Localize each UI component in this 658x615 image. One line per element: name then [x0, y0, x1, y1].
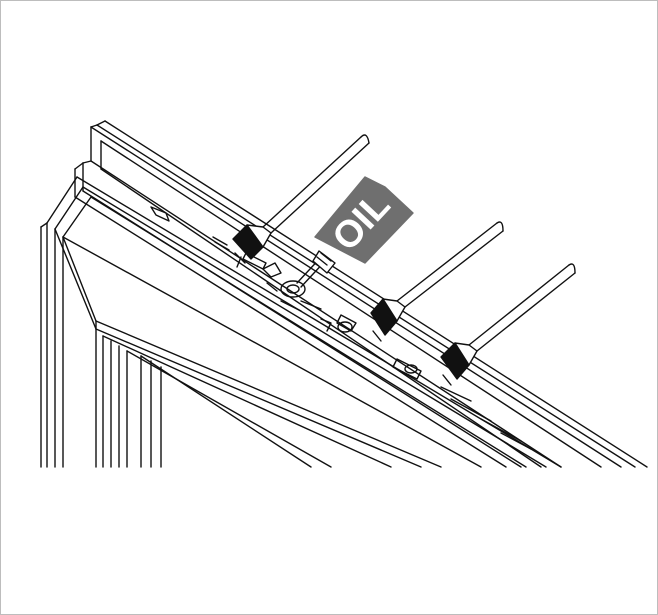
lubrication-points	[262, 262, 418, 374]
grease-gun-icon	[232, 134, 370, 268]
grease-gun-icon	[440, 263, 576, 386]
window-frame-illustration	[40, 120, 648, 468]
oil-can-icon	[296, 250, 336, 288]
blank-area	[1, 468, 657, 614]
grease-gun-icon	[370, 221, 504, 342]
oil-tag-icon	[314, 176, 414, 264]
